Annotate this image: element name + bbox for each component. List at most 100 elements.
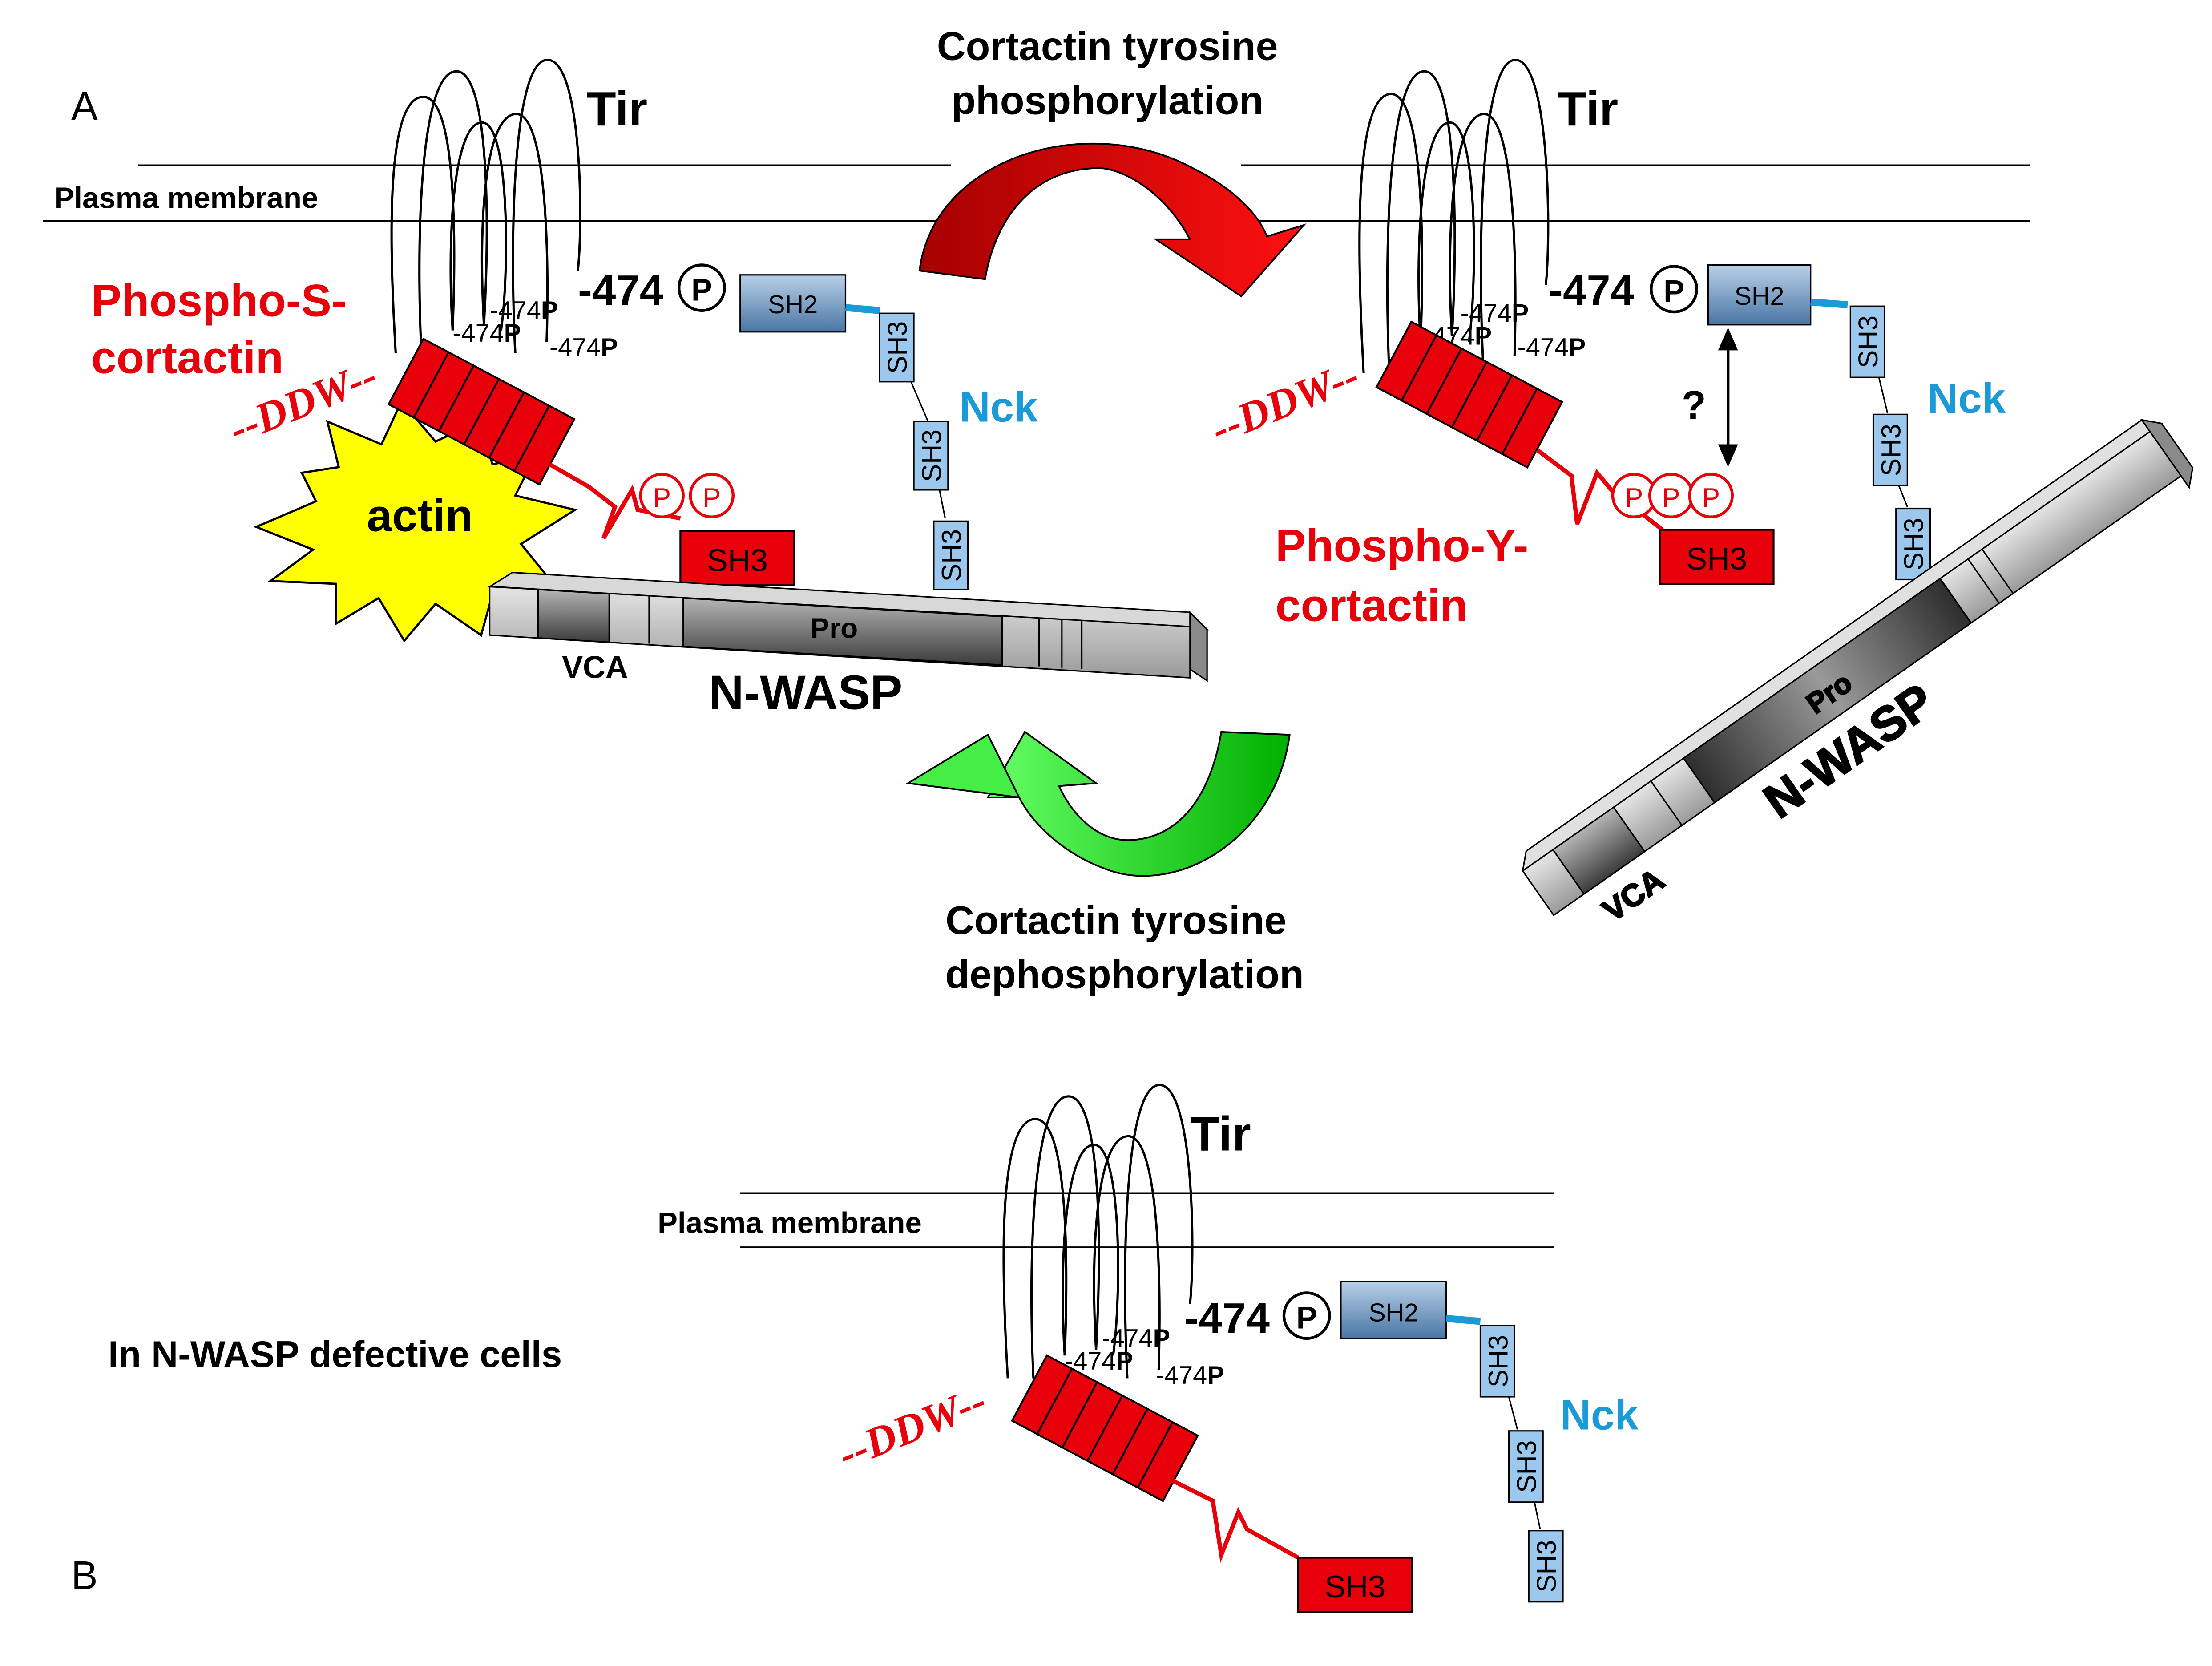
tir-minor-sites-a-left: -474P -474P -474P: [452, 296, 618, 362]
phospho-circle-b: P: [1282, 1291, 1331, 1340]
nck-sh3-label-2-b: SH3: [1511, 1440, 1542, 1493]
nck-a-right: SH2 SH3 SH3 SH3: [1707, 264, 1931, 581]
cortactin-p-2-a-left: P: [702, 482, 721, 513]
cortactin-phospho-sites-a-right: P P P: [1611, 473, 1734, 518]
phospho-y-cortactin-label-line1: Phospho-Y-: [1276, 520, 1529, 571]
nck-sh2-label-a-left: SH2: [768, 291, 818, 319]
phospho-p-a-right: P: [1663, 274, 1684, 309]
nck-sh3-label-3-a-left: SH3: [936, 529, 967, 582]
phospho-p-a-left: P: [691, 272, 712, 307]
question-mark: ?: [1682, 383, 1706, 427]
green-curved-arrow: [905, 731, 1291, 877]
phospho-s-cortactin-label-line2: cortactin: [91, 332, 283, 383]
arrow-label-dephosphorylation-line2: dephosphorylation: [945, 952, 1304, 997]
panel-label-a: A: [71, 84, 98, 128]
tir-site-small-2: -474P: [452, 319, 521, 348]
tir-protein-a-left: [390, 59, 581, 353]
actin-label: actin: [367, 490, 473, 541]
cortactin-ddw-b: --DDW--: [831, 1376, 993, 1478]
tir-site-small-7: -474P: [1102, 1324, 1170, 1353]
nck-sh3-domain-2-b: [1508, 1430, 1544, 1503]
nck-sh3-domain-2-a-right: [1872, 413, 1908, 486]
tir-label-a-left: Tir: [586, 82, 647, 136]
cortactin-linker-a-left: [548, 462, 681, 540]
tir-site-small-6: -474P: [1518, 333, 1586, 362]
nck-sh3-domain-3-a-left: [933, 520, 969, 590]
cortactin-sh3-domain-b: [1297, 1557, 1413, 1613]
arrow-label-phosphorylation-line1: Cortactin tyrosine: [937, 24, 1278, 69]
nck-sh2-label-b: SH2: [1368, 1298, 1418, 1327]
nck-b: SH2 SH3 SH3 SH3: [1340, 1281, 1564, 1603]
question-double-arrow: [1718, 328, 1738, 467]
cortactin-linker-b: [1172, 1479, 1300, 1563]
plasma-membrane-label-a: Plasma membrane: [54, 181, 319, 214]
tir-site-474-b: -474: [1184, 1294, 1270, 1342]
tir-protein-a-right: [1358, 59, 1550, 373]
phospho-y-cortactin-label-line2: cortactin: [1276, 579, 1468, 631]
cortactin-sh3-label-a-right: SH3: [1686, 541, 1747, 576]
nck-sh3-label-3-a-right: SH3: [1899, 518, 1929, 570]
panel-b-caption: In N-WASP defective cells: [108, 1334, 562, 1375]
nck-sh2-label-a-right: SH2: [1735, 282, 1784, 311]
nck-sh3-label-1-a-left: SH3: [882, 321, 912, 374]
cortactin-p-2-a-right: P: [1662, 482, 1680, 513]
nwasp-a-left: [487, 571, 1209, 682]
cortactin-p-1-a-right: P: [1625, 482, 1643, 513]
phospho-circle-a-left: P: [677, 263, 726, 312]
nck-sh3-label-1-b: SH3: [1483, 1335, 1513, 1387]
tir-site-small-3: -474P: [549, 333, 618, 362]
panel-label-b: B: [71, 1553, 98, 1597]
nck-sh3-label-2-a-left: SH3: [916, 429, 947, 482]
tir-site-small-4: -474P: [1461, 299, 1529, 328]
nck-sh3-domain-1-a-right: [1849, 305, 1885, 378]
nck-sh3-label-3-b: SH3: [1531, 1540, 1562, 1593]
nwasp-vca-domain-a-left: [537, 589, 610, 643]
cortactin-p-1-a-left: P: [653, 482, 671, 513]
nck-sh3-domain-3-b: [1528, 1530, 1564, 1603]
tir-protein-b: [1002, 1084, 1194, 1379]
nwasp-vca-label-a-left: VCA: [562, 649, 628, 684]
nck-sh3-domain-1-b: [1479, 1325, 1515, 1398]
plasma-membrane-label-b: Plasma membrane: [658, 1206, 922, 1240]
cortactin-ddw-a-right: --DDW--: [1204, 351, 1366, 453]
nck-sh3-domain-1-a-left: [879, 312, 915, 383]
arrow-label-dephosphorylation-line1: Cortactin tyrosine: [945, 898, 1287, 942]
cortactin-repeats-a-left: [387, 337, 576, 486]
nck-label-b: Nck: [1560, 1391, 1639, 1439]
tir-site-small-1: -474P: [490, 296, 558, 325]
nck-sh3-domain-2-a-left: [913, 421, 949, 491]
cortactin-sh3-label-a-left: SH3: [707, 542, 768, 578]
arrow-label-phosphorylation-line2: phosphorylation: [951, 78, 1263, 122]
cortactin-sh3-domain-a-right: [1659, 529, 1775, 585]
phospho-circle-a-right: P: [1650, 265, 1698, 314]
nck-label-a-left: Nck: [959, 383, 1038, 431]
membrane-a-right: [1241, 164, 2030, 222]
cortactin-repeats-b: [1011, 1354, 1199, 1502]
nck-sh2-domain-a-left: [739, 274, 847, 333]
cortactin-phospho-sites-a-left: P P: [639, 473, 735, 518]
nck-sh3-label-1-a-right: SH3: [1853, 315, 1883, 368]
tir-site-small-9: -474P: [1156, 1361, 1224, 1390]
nck-sh2-domain-b: [1340, 1281, 1447, 1339]
membrane-b: [740, 1192, 1554, 1248]
tir-site-474-a-left: -474: [578, 267, 663, 314]
cortactin-repeats-a-right: [1375, 320, 1563, 469]
tir-site-474-a-right: -474: [1549, 267, 1634, 314]
cortactin-sh3-label-b: SH3: [1324, 1569, 1385, 1604]
cortactin-p-3-a-right: P: [1702, 482, 1720, 513]
tir-label-a-right: Tir: [1557, 82, 1618, 136]
red-curved-arrow: [918, 142, 1307, 298]
nck-sh3-label-2-a-right: SH3: [1876, 424, 1906, 476]
cortactin-sh3-domain-a-left: [679, 530, 795, 586]
cortactin-b: --DDW-- SH3: [831, 1354, 1413, 1613]
nck-sh2-domain-a-right: [1707, 264, 1812, 326]
phospho-p-b: P: [1296, 1300, 1317, 1335]
nwasp-pro-label-a-left: Pro: [811, 612, 858, 644]
phospho-s-cortactin-label-line1: Phospho-S-: [91, 275, 347, 326]
nck-a-left: SH2 SH3 SH3 SH3: [739, 274, 969, 590]
tir-label-b: Tir: [1190, 1107, 1251, 1161]
nck-label-a-right: Nck: [1927, 375, 2006, 422]
membrane-a-left: [42, 164, 951, 222]
nwasp-label-a-left: N-WASP: [709, 666, 902, 720]
